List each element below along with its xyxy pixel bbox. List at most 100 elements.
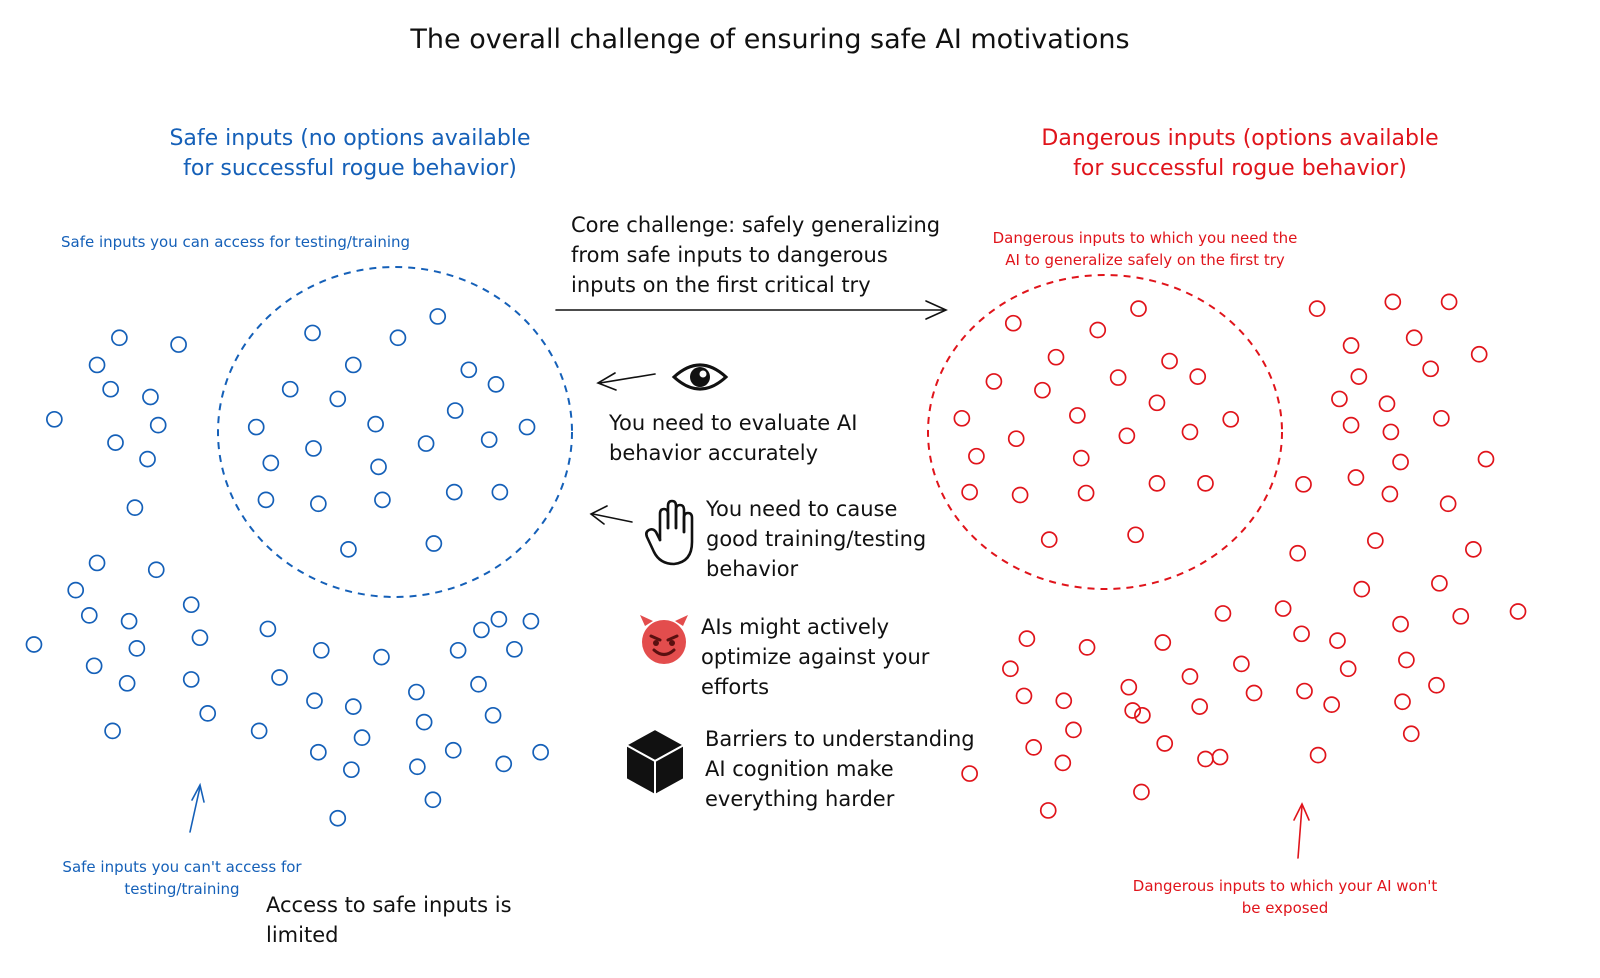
safe-limited-label: Access to safe inputs is limited <box>266 893 512 947</box>
dangerous-input-dot <box>1293 625 1310 643</box>
safe-input-dot <box>353 729 371 747</box>
evaluate-arrow <box>596 372 656 391</box>
adversarial-text: AIs might actively optimize against your… <box>701 615 930 699</box>
dangerous-input-dot <box>1181 668 1199 685</box>
safe-input-dot <box>257 491 275 509</box>
dangerous-input-dot <box>1011 486 1029 504</box>
dangerous-input-dot <box>1109 369 1127 386</box>
safe-input-dot <box>424 791 442 809</box>
dangerous-input-dot <box>1089 321 1107 339</box>
safe-input-dot <box>142 388 159 406</box>
dangerous-input-dot <box>1072 449 1090 467</box>
dangerous-input-dot <box>1509 603 1527 620</box>
dangerous-input-dot <box>1069 407 1086 424</box>
dangerous-input-dot <box>1047 348 1065 366</box>
dangerous-input-dot <box>1339 660 1357 678</box>
safe-input-dot <box>460 361 478 379</box>
dangerous-input-dot <box>1015 687 1033 705</box>
dangerous-input-dot <box>1394 693 1411 711</box>
dangerous-input-dot <box>1392 615 1409 633</box>
safe-input-dot <box>522 612 540 630</box>
safe-input-dot <box>490 610 508 628</box>
safe-input-dot <box>310 743 327 761</box>
safe-input-dot <box>247 418 265 436</box>
dangerous-input-dot <box>1191 698 1209 715</box>
dangerous-input-dot <box>1309 746 1327 764</box>
dangerous-input-dot <box>1214 605 1232 622</box>
safe-input-dot <box>85 657 103 675</box>
dangerous-inputs-header: Dangerous inputs (options available for … <box>1041 126 1439 181</box>
safe-input-dot <box>102 380 119 398</box>
training-arrow <box>589 505 633 525</box>
dangerous-input-dot <box>1342 416 1360 434</box>
dangerous-input-dot <box>1440 293 1458 311</box>
dangerous-input-dot <box>1323 696 1341 714</box>
safe-input-dot <box>118 674 136 692</box>
safe-input-dot <box>473 621 490 639</box>
dangerous-input-dot <box>1055 692 1073 710</box>
safe-input-dot <box>149 416 167 434</box>
dangerous-input-dot <box>1274 600 1292 617</box>
safe-inaccessible-arrow <box>189 782 205 833</box>
cognition-text: Barriers to understanding AI cognition m… <box>705 727 975 811</box>
safe-input-dot <box>532 743 549 761</box>
safe-inputs-header: Safe inputs (no options available for su… <box>169 126 531 181</box>
safe-input-dot <box>506 640 523 658</box>
safe-input-dot <box>191 629 209 647</box>
dangerous-input-dot <box>1233 655 1250 673</box>
safe-input-dot <box>271 669 288 686</box>
dangerous-input-dot <box>1134 706 1151 724</box>
evaluate-text: You need to evaluate AI behavior accurat… <box>609 411 858 465</box>
safe-input-dot <box>367 415 384 433</box>
dangerous-input-dot <box>1470 345 1488 363</box>
dangerous-input-dot <box>1197 475 1214 492</box>
dangerous-input-dot <box>1398 651 1415 669</box>
safe-input-dot <box>182 596 200 614</box>
safe-accessible-label: Safe inputs you can access for testing/t… <box>61 233 411 251</box>
safe-input-dot <box>46 410 63 428</box>
dangerous-input-dot <box>1018 630 1036 648</box>
dangerous-input-dot <box>985 373 1003 390</box>
safe-input-dot <box>425 535 443 552</box>
safe-input-dot <box>250 722 268 740</box>
safe-input-dot <box>88 554 106 572</box>
dangerous-input-dot <box>1477 450 1495 468</box>
safe-input-dot <box>80 607 98 624</box>
dangerous-input-dot <box>1331 390 1348 408</box>
dangerous-input-dot <box>1124 702 1142 719</box>
dangerous-input-dot <box>1040 531 1058 549</box>
dangerous-input-dot <box>1342 337 1360 354</box>
dangerous-input-dot <box>1422 360 1440 378</box>
danger-generalize-label: Dangerous inputs to which you need the A… <box>992 229 1298 269</box>
diagram-title: The overall challenge of ensuring safe A… <box>410 24 1130 55</box>
safe-input-dot <box>304 324 321 342</box>
safe-input-dot <box>139 450 156 468</box>
dangerous-input-dot <box>1222 410 1240 428</box>
safe-inaccessible-label: Safe inputs you can't access for testing… <box>62 858 302 898</box>
safe-input-dot <box>67 581 85 599</box>
danger-unexposed-label: Dangerous inputs to which your AI won't … <box>1132 877 1438 917</box>
dangerous-input-dot <box>1350 368 1368 385</box>
safe-input-dot <box>417 435 435 452</box>
dangerous-input-dot <box>1353 580 1371 598</box>
dangerous-input-dot <box>1381 485 1399 503</box>
dangerous-input-dot <box>1156 735 1174 752</box>
safe-input-dot <box>259 620 277 638</box>
safe-input-dot <box>374 491 391 509</box>
dangerous-input-dot <box>1133 783 1150 801</box>
safe-input-dot <box>518 418 536 436</box>
dangerous-input-dot <box>1065 721 1082 739</box>
dangerous-input-dot <box>1428 676 1445 694</box>
safe-input-dot <box>470 675 487 693</box>
safe-input-dot <box>310 495 327 513</box>
dangerous-input-dot <box>1308 300 1326 318</box>
dangerous-input-dot <box>961 765 978 782</box>
safe-input-dot <box>329 809 347 827</box>
dangerous-input-dot <box>1296 682 1313 700</box>
safe-input-dot <box>445 483 463 501</box>
dangerous-input-dot <box>1127 526 1144 544</box>
dangerous-input-dot <box>1002 660 1019 678</box>
dangerous-input-dot <box>1347 469 1365 486</box>
dangerous-input-dot <box>1402 725 1420 743</box>
dangerous-input-dot <box>1329 632 1346 649</box>
